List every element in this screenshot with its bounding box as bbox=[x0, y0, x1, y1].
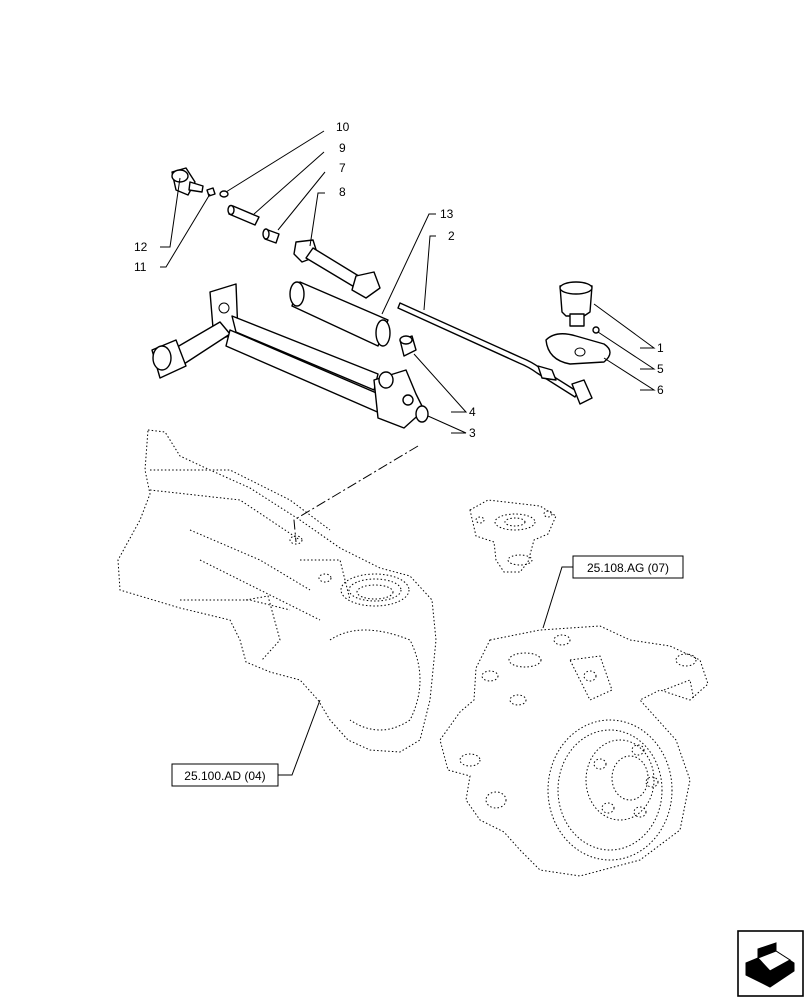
reference-box-knuckle[interactable]: 25.108.AG (07) bbox=[572, 555, 684, 579]
part-12-banjo-fitting bbox=[171, 167, 204, 196]
part-13-sleeve bbox=[289, 281, 391, 347]
part-2-lube-pipe bbox=[397, 302, 593, 405]
part-9-pin bbox=[227, 204, 260, 226]
callout-2: 2 bbox=[448, 229, 455, 243]
axle-housing-outline bbox=[117, 429, 437, 753]
callout-labels: 10 9 7 8 12 11 13 2 1 5 6 4 3 bbox=[134, 120, 664, 440]
callout-8: 8 bbox=[339, 185, 346, 199]
part-10-washer bbox=[219, 190, 229, 198]
next-page-arrow-icon[interactable] bbox=[737, 930, 804, 997]
part-3-steering-arm bbox=[151, 283, 429, 429]
callout-4: 4 bbox=[469, 405, 476, 419]
reference-knuckle-text: 25.108.AG (07) bbox=[587, 561, 669, 575]
part-1-fitting bbox=[559, 281, 593, 327]
callout-3: 3 bbox=[469, 426, 476, 440]
leader-lines bbox=[160, 130, 656, 776]
part-8-bolt bbox=[293, 239, 381, 299]
callout-1: 1 bbox=[657, 341, 664, 355]
callout-5: 5 bbox=[657, 362, 664, 376]
callout-10: 10 bbox=[336, 120, 350, 134]
steering-knuckle-outline bbox=[439, 625, 709, 877]
part-7-bushing bbox=[262, 228, 280, 244]
callout-9: 9 bbox=[339, 141, 346, 155]
callout-11: 11 bbox=[134, 260, 147, 274]
assembly-centerline bbox=[293, 445, 419, 543]
part-11-screw bbox=[206, 187, 216, 197]
callout-6: 6 bbox=[657, 383, 664, 397]
part-4-plug bbox=[399, 335, 417, 357]
reference-box-axle[interactable]: 25.100.AD (04) bbox=[171, 763, 279, 787]
part-5-screw bbox=[592, 326, 600, 334]
reference-axle-text: 25.100.AD (04) bbox=[184, 769, 265, 783]
callout-7: 7 bbox=[339, 161, 346, 175]
knuckle-cap-outline bbox=[469, 499, 557, 573]
callout-13: 13 bbox=[440, 207, 454, 221]
part-6-flange-plate bbox=[545, 333, 611, 365]
callout-12: 12 bbox=[134, 240, 148, 254]
